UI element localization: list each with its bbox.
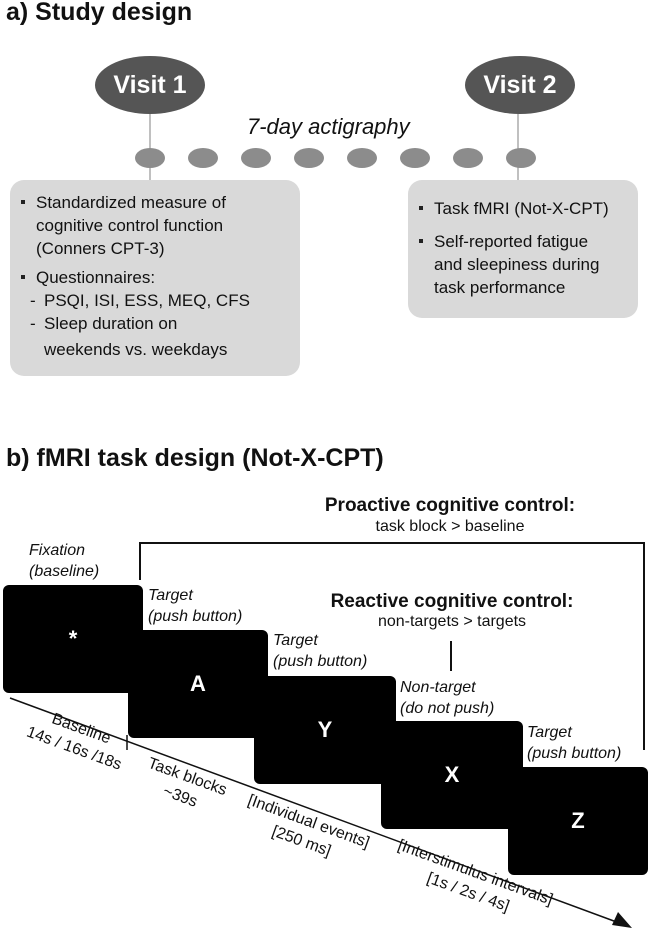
target-y-label-line: Target bbox=[273, 632, 318, 649]
target-z-label-line: (push button) bbox=[527, 745, 622, 762]
fixation-label-line: Fixation bbox=[29, 542, 86, 559]
self-report-line: and sleepiness during bbox=[434, 255, 600, 274]
reactive-control-subtitle: non-targets > targets bbox=[377, 613, 527, 630]
fixation-label: Fixation (baseline) bbox=[29, 540, 99, 582]
target-y-label: Target (push button) bbox=[273, 630, 367, 672]
fixation-label-line: (baseline) bbox=[29, 563, 100, 580]
stimulus-screen-y: Y bbox=[254, 676, 396, 784]
self-report-line: task performance bbox=[434, 278, 566, 297]
fixation-screen: * bbox=[3, 585, 143, 693]
stimulus-screen-x: X bbox=[381, 721, 523, 829]
visit-1-item-cpt: Standardized measure of cognitive contro… bbox=[18, 191, 292, 260]
target-z-label-line: Target bbox=[527, 724, 572, 741]
questionnaire-subitem: -PSQI, ISI, ESS, MEQ, CFS bbox=[18, 289, 292, 312]
visit-2-item-self-report: Self-reported fatigue and sleepiness dur… bbox=[416, 230, 630, 299]
visit-2-box: Task fMRI (Not-X-CPT) Self-reported fati… bbox=[408, 180, 638, 318]
visit-2-ellipse: Visit 2 bbox=[465, 56, 575, 114]
target-a-label: Target (push button) bbox=[148, 585, 242, 627]
actigraphy-day-dot bbox=[135, 148, 165, 168]
visit-1-ellipse: Visit 1 bbox=[95, 56, 205, 114]
sleep-duration-line: Sleep duration on bbox=[44, 314, 178, 333]
nontarget-x-label-line: (do not push) bbox=[400, 700, 495, 717]
actigraphy-day-dot bbox=[453, 148, 483, 168]
visit-1-item-cpt-line: (Conners CPT-3) bbox=[36, 239, 165, 258]
actigraphy-day-dot bbox=[506, 148, 536, 168]
visit-1-item-cpt-line: Standardized measure of bbox=[36, 193, 226, 212]
visit-2-item-fmri: Task fMRI (Not-X-CPT) bbox=[416, 197, 630, 220]
visit-1-item-cpt-line: cognitive control function bbox=[36, 216, 224, 235]
actigraphy-label: 7-day actigraphy bbox=[247, 114, 410, 139]
actigraphy-day-dot bbox=[400, 148, 430, 168]
target-z-label: Target (push button) bbox=[527, 722, 621, 764]
task-fmri-label: Task fMRI (Not-X-CPT) bbox=[434, 199, 609, 218]
actigraphy-day-dot bbox=[347, 148, 377, 168]
nontarget-x-label-line: Non-target bbox=[400, 679, 476, 696]
actigraphy-day-dot bbox=[294, 148, 324, 168]
questionnaires-label: Questionnaires: bbox=[36, 268, 156, 287]
reactive-control-title: Reactive cognitive control: bbox=[330, 591, 574, 612]
section-a-heading: a) Study design bbox=[6, 0, 193, 26]
actigraphy-day-dot bbox=[188, 148, 218, 168]
stimulus-screen-z: Z bbox=[508, 767, 648, 875]
nontarget-x-label: Non-target (do not push) bbox=[400, 677, 494, 719]
target-a-label-line: Target bbox=[148, 587, 193, 604]
sleep-duration-subitem: - Sleep duration on weekends vs. weekday… bbox=[18, 312, 292, 361]
target-a-label-line: (push button) bbox=[148, 608, 243, 625]
stimulus-screen-a: A bbox=[128, 630, 268, 738]
questionnaire-list: PSQI, ISI, ESS, MEQ, CFS bbox=[44, 291, 250, 310]
section-b-heading: b) fMRI task design (Not-X-CPT) bbox=[6, 444, 384, 472]
self-report-line: Self-reported fatigue bbox=[434, 232, 589, 251]
target-y-label-line: (push button) bbox=[273, 653, 368, 670]
proactive-control-title: Proactive cognitive control: bbox=[324, 495, 576, 516]
sleep-duration-line: weekends vs. weekdays bbox=[44, 340, 228, 359]
visit-1-box: Standardized measure of cognitive contro… bbox=[10, 180, 300, 376]
proactive-control-subtitle: task block > baseline bbox=[375, 518, 525, 535]
actigraphy-day-dot bbox=[241, 148, 271, 168]
visit-1-item-questionnaires: Questionnaires: bbox=[18, 266, 292, 289]
